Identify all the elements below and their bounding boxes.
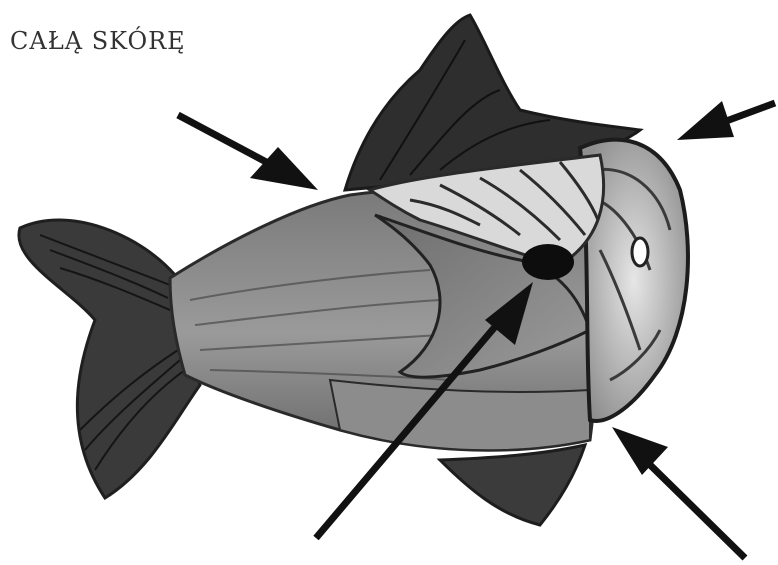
anal-fin [440, 445, 585, 525]
cut-hole [522, 244, 574, 280]
fish-eye [632, 238, 648, 266]
arrow-top-right [677, 101, 775, 140]
arrow-top-left [178, 115, 318, 190]
arrow-bottom-right [612, 427, 745, 558]
tail-fin [19, 220, 200, 498]
